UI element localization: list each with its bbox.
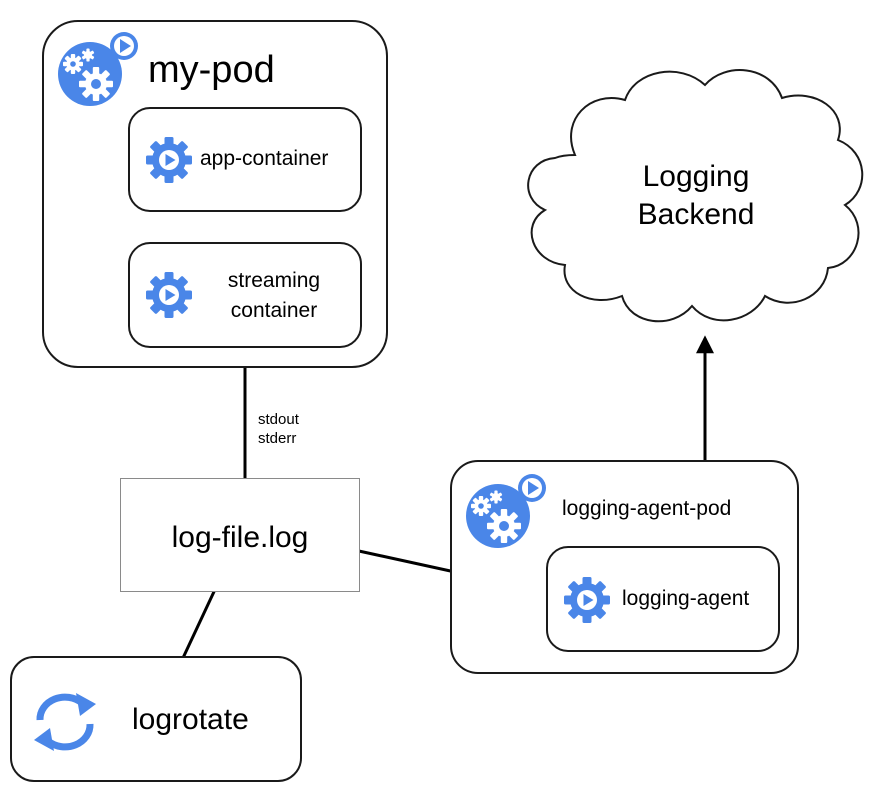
pod-gears-icon: [52, 30, 138, 110]
streaming-container-line2: container: [230, 299, 318, 322]
logging-agent-label: logging-agent: [622, 587, 750, 610]
container-gear-icon: [562, 575, 612, 625]
logging-agent-pod-title: logging-agent-pod: [562, 497, 732, 520]
container-gear-icon: [144, 270, 194, 320]
container-gear-icon: [144, 135, 194, 185]
logrotate-box: [10, 656, 302, 782]
logging-backend-cloud: [527, 69, 864, 323]
stdout-label: stdout: [258, 411, 299, 428]
streaming-container-line1: streaming: [227, 269, 321, 292]
refresh-arrows-icon: [26, 690, 104, 754]
log-file-label: log-file.log: [171, 521, 309, 554]
logging-backend-line2: Backend: [637, 198, 755, 231]
stderr-label: stderr: [258, 430, 297, 447]
pod-gears-icon: [460, 472, 546, 552]
stream-labels: stdout stderr: [258, 410, 299, 448]
log-file: [120, 478, 360, 592]
streaming-container-label: streaming container: [214, 266, 334, 326]
logging-backend-line1: Logging: [642, 160, 750, 193]
logging-backend-label: Logging Backend: [596, 158, 796, 234]
app-container-label: app-container: [200, 147, 329, 170]
my-pod-title: my-pod: [148, 49, 275, 91]
logrotate-label: logrotate: [132, 703, 249, 736]
